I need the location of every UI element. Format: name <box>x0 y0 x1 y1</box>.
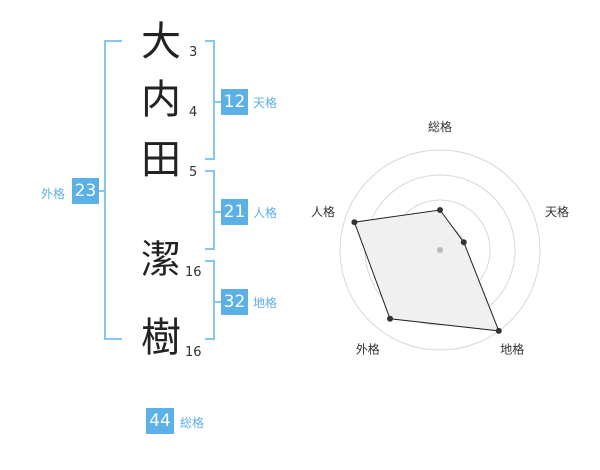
name-char-3: 田 <box>141 137 181 183</box>
name-char-2: 内 <box>141 77 181 123</box>
stroke-count-1: 3 <box>189 45 198 60</box>
radar-point-1 <box>437 207 443 213</box>
radar-point-5 <box>351 219 358 226</box>
radar-point-3 <box>495 327 502 334</box>
radar-series-area <box>353 209 500 332</box>
radar-axis-label: 地格 <box>500 342 524 357</box>
tenkaku-connector <box>215 101 222 103</box>
radar-axis-label: 外格 <box>356 342 380 357</box>
jinkaku-connector <box>215 211 222 213</box>
radar-axis-label: 総格 <box>428 119 452 134</box>
jinkaku-value: 21 <box>221 199 248 225</box>
radar-points <box>351 207 502 334</box>
tenkaku-label: 天格 <box>253 96 278 110</box>
chikaku-bracket <box>205 260 215 340</box>
soukaku-value: 44 <box>146 408 174 434</box>
stroke-count-4: 16 <box>185 265 202 280</box>
tenkaku-value: 12 <box>221 89 248 115</box>
gaikaku-value: 23 <box>72 178 99 204</box>
radar-point-4 <box>387 315 394 322</box>
soukaku-label: 総格 <box>180 416 205 430</box>
gaikaku-label: 外格 <box>41 187 66 201</box>
gaikaku-connector <box>98 190 105 192</box>
stroke-count-2: 4 <box>189 105 198 120</box>
gaikaku-bracket <box>104 40 122 340</box>
radar-point-2 <box>460 239 467 246</box>
tenkaku-bracket <box>205 40 215 160</box>
chikaku-label: 地格 <box>253 296 278 310</box>
jinkaku-label: 人格 <box>253 206 278 220</box>
radar-center-dot <box>437 247 443 253</box>
jinkaku-bracket <box>205 170 215 250</box>
name-char-1: 大 <box>141 19 181 65</box>
radar-axis-label: 人格 <box>311 204 335 219</box>
radar-ring <box>339 149 541 351</box>
chikaku-value: 32 <box>221 289 248 315</box>
name-char-5: 樹 <box>141 315 181 361</box>
stroke-count-3: 5 <box>189 165 198 180</box>
chikaku-connector <box>215 301 222 303</box>
radar-axis-label: 天格 <box>545 204 569 219</box>
stroke-count-5: 16 <box>185 345 202 360</box>
name-char-4: 潔 <box>141 237 181 283</box>
